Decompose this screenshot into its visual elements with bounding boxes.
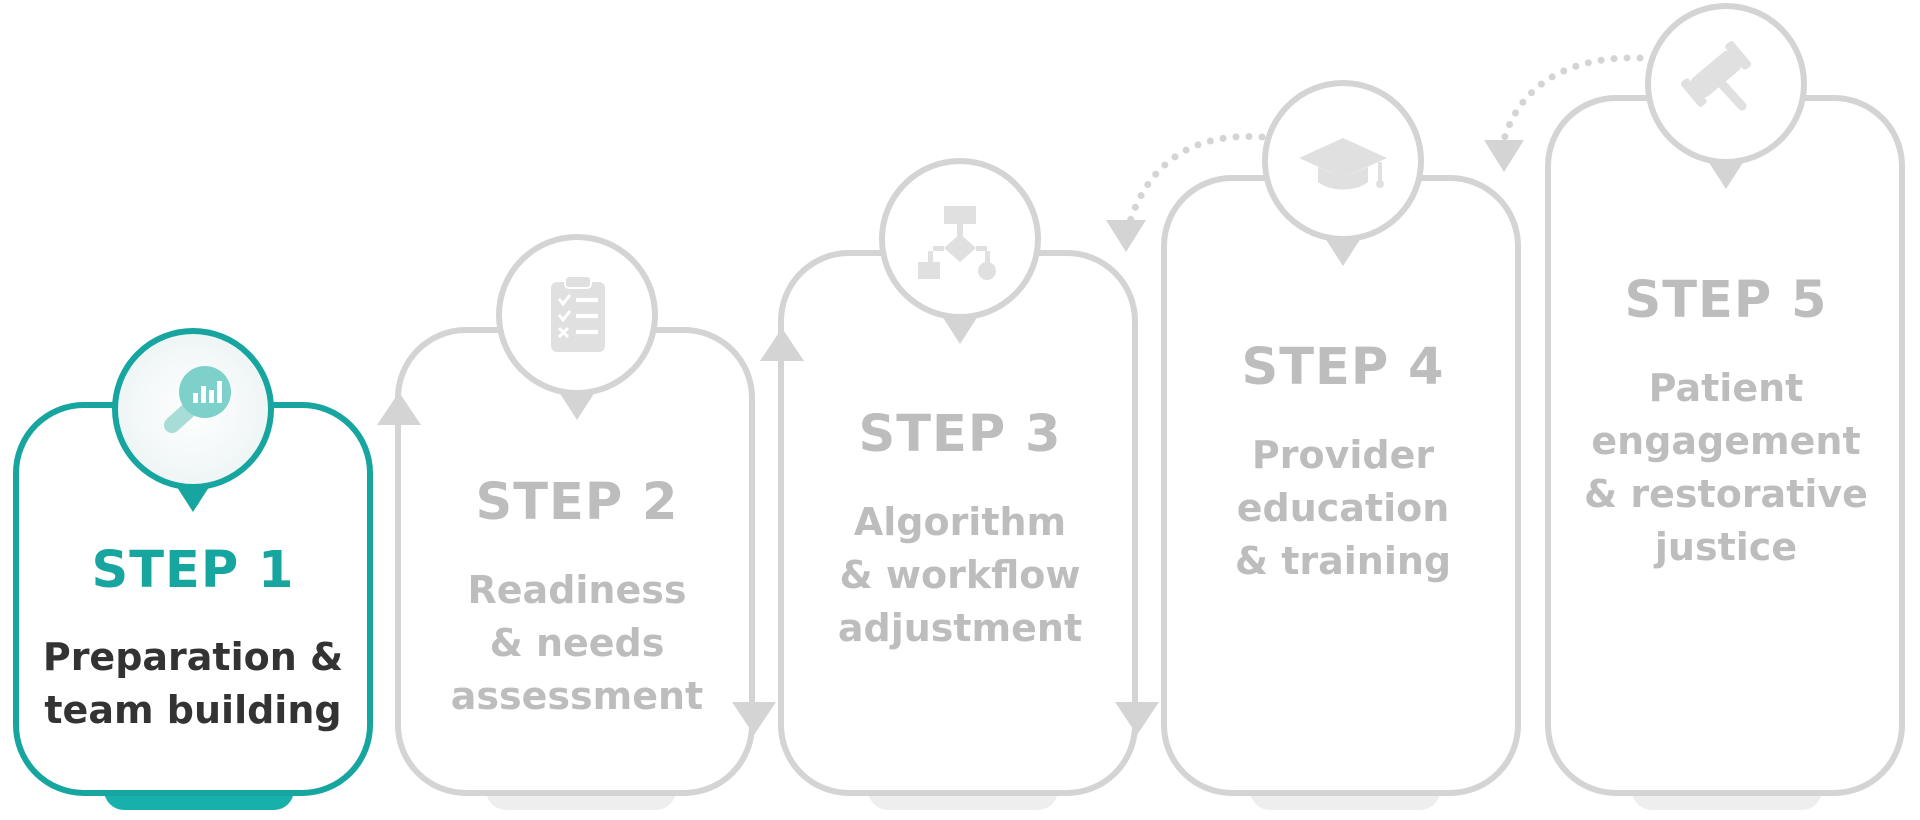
- magnifier-chart-icon: [164, 366, 231, 433]
- step-2-pointer: [559, 392, 595, 420]
- clipboard-checklist-icon: [551, 275, 605, 352]
- dotted-arrow-4-5: [1499, 54, 1644, 147]
- arrow-down-step-2: [732, 702, 776, 735]
- arrow-down-step-4: [1115, 702, 1159, 735]
- arrow-up-step-2: [377, 392, 421, 425]
- dotted-arrowhead-4-5: [1484, 140, 1524, 172]
- step-5-pointer: [1708, 161, 1744, 189]
- arrow-up-step-3: [760, 328, 804, 361]
- graduation-cap-icon: [1299, 138, 1387, 190]
- step-4-card: [1161, 80, 1521, 810]
- step-3-pointer: [942, 316, 978, 344]
- step-5-frame: [1545, 95, 1905, 796]
- dotted-arrowhead-3-4: [1106, 220, 1146, 252]
- step-4-pointer: [1325, 238, 1361, 266]
- step-5-card: [1545, 3, 1905, 810]
- step-4-frame: [1161, 175, 1521, 796]
- flowchart-icon: [918, 206, 996, 280]
- step-1-pointer: [175, 484, 211, 512]
- gavel-icon: [1680, 41, 1752, 111]
